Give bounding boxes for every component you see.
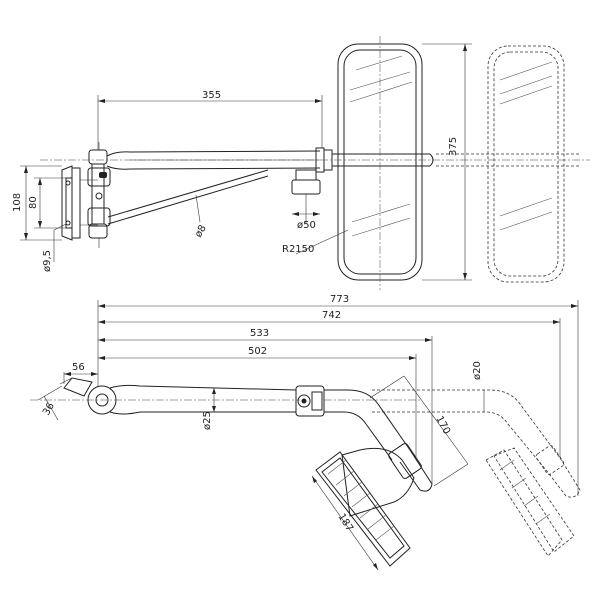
dim-glass-radius: R2150 [282,244,314,255]
side-tube [30,384,433,492]
dim-bracket-inner: 80 [28,196,39,209]
side-view-dimensions [37,300,579,571]
dim-length-742: 742 [322,310,341,321]
dim-bracket-height: 108 [12,193,23,212]
top-view: 355 375 108 80 ø9,5 ø8 ø50 R2150 [12,36,590,290]
dim-mirror-height: 375 [448,137,459,156]
dim-pivot-36: 36 [41,401,57,418]
dim-bend-170: 170 [433,414,452,436]
dim-rod-diameter: ø8 [193,223,209,239]
mounting-bracket [61,142,111,248]
dim-clamp-diameter: ø50 [297,220,316,231]
side-view: 773 742 533 502 56 36 ø25 ø20 170 187 [30,294,581,571]
dim-bolt-diameter: ø9,5 [42,250,53,272]
pivot-joint [59,377,117,415]
top-view-dimensions [20,43,472,281]
dim-tube-diameter: ø25 [202,411,213,430]
mirror-front [337,36,423,290]
dim-length-533: 533 [250,328,269,339]
dim-length-502: 502 [248,346,267,357]
dim-arm-length: 355 [202,90,221,101]
mirror-head [315,443,422,567]
dim-total-length: 773 [330,294,349,305]
mirror-alternate-position [40,45,590,283]
side-alternate-position [372,389,581,557]
dim-offset-56: 56 [72,362,85,373]
support-arm [106,147,434,225]
dim-tip-diameter: ø20 [472,361,483,380]
